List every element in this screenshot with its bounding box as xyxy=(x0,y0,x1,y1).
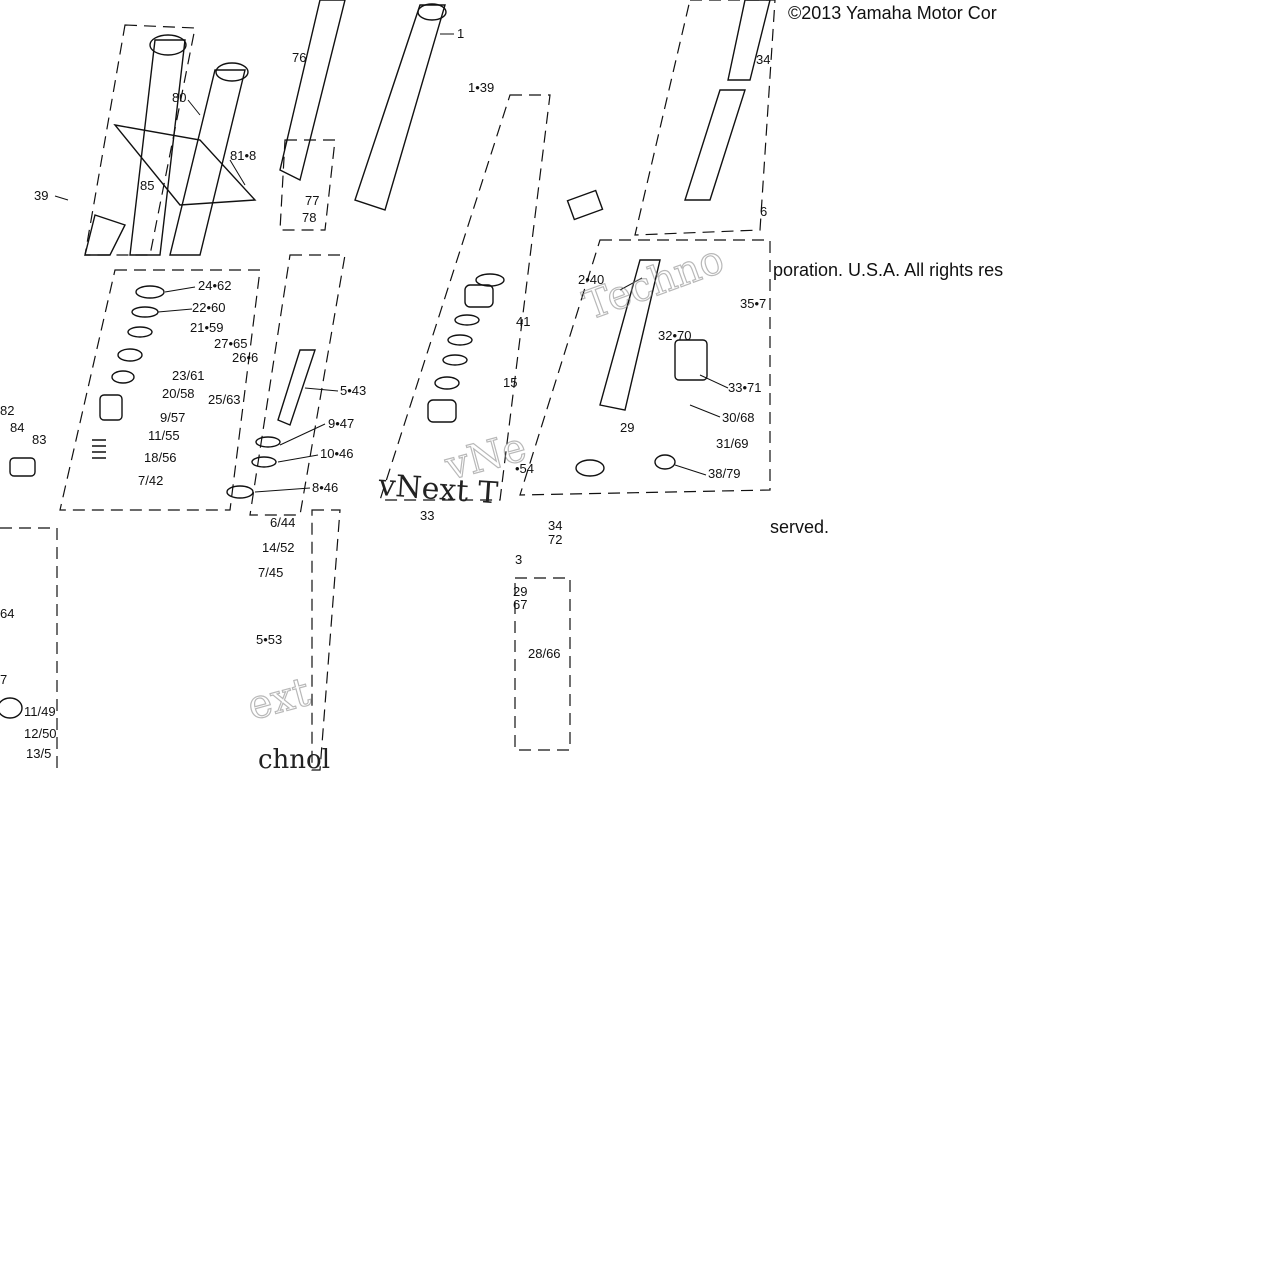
callout: 13/5 xyxy=(26,746,51,761)
callout: 33•71 xyxy=(728,380,761,395)
callout: 6/44 xyxy=(270,515,295,530)
callout: 30/68 xyxy=(722,410,755,425)
damper-kit xyxy=(59,269,261,511)
callout: 28/66 xyxy=(528,646,561,661)
callout: 9•47 xyxy=(328,416,354,431)
callout: 7/45 xyxy=(258,565,283,580)
callout: 76 xyxy=(292,50,306,65)
callout: 38/79 xyxy=(708,466,741,481)
callout: 22•60 xyxy=(192,300,225,315)
callout: 39 xyxy=(34,188,48,203)
callout: 15 xyxy=(503,375,517,390)
fork-tube-upper xyxy=(279,0,447,231)
callout: 7 xyxy=(0,672,7,687)
callout: 10•46 xyxy=(320,446,353,461)
watermark: vNe xyxy=(440,424,531,490)
copyright-line-2: poration. U.S.A. All rights res xyxy=(773,260,1004,280)
callout: 67 xyxy=(513,597,527,612)
callout: 29 xyxy=(620,420,634,435)
callout: 25/63 xyxy=(208,392,241,407)
callout: 23/61 xyxy=(172,368,205,383)
callout: 5•43 xyxy=(340,383,366,398)
watermark: ext xyxy=(243,669,315,730)
callout: 2•40 xyxy=(578,272,604,287)
seal-kit xyxy=(379,94,551,501)
callout: 72 xyxy=(548,532,562,547)
copyright-line-3: served. xyxy=(770,517,830,537)
callout: 11/49 xyxy=(24,704,56,719)
callout: 32•70 xyxy=(658,328,691,343)
callout: 29 xyxy=(513,584,527,599)
callout: 82 xyxy=(0,403,14,418)
callout: •54 xyxy=(515,461,534,476)
fork-leg-right xyxy=(519,0,776,496)
callout-labels: 1 1•39 76 77 78 80 81•8 85 39 24•62 22•6… xyxy=(0,26,770,761)
callout: 24•62 xyxy=(198,278,231,293)
callout: 34 xyxy=(548,518,562,533)
callout: 3 xyxy=(515,552,522,567)
callout: 14/52 xyxy=(262,540,295,555)
callout: 8•46 xyxy=(312,480,338,495)
callout: 6 xyxy=(760,204,767,219)
callout: 26•6 xyxy=(232,350,258,365)
callout: 5•53 xyxy=(256,632,282,647)
callout: 31/69 xyxy=(716,436,749,451)
callout: 35•7 xyxy=(740,296,766,311)
watermark: vNext T xyxy=(376,468,499,511)
callout: 84 xyxy=(10,420,24,435)
callout: 1•39 xyxy=(468,80,494,95)
callout: 64 xyxy=(0,606,14,621)
copyright-line-1: ©2013 Yamaha Motor Cor xyxy=(788,3,997,23)
callout: 11/55 xyxy=(148,428,180,443)
callout: 12/50 xyxy=(24,726,57,741)
leader-lines xyxy=(54,33,729,493)
lower-fragments xyxy=(0,457,571,771)
callout: 77 xyxy=(305,193,319,208)
callout: 81•8 xyxy=(230,148,256,163)
callout: 7/42 xyxy=(138,473,163,488)
callout: 34 xyxy=(756,52,770,67)
watermark: chnol xyxy=(258,745,330,775)
callout: 41 xyxy=(516,314,530,329)
callout: 1 xyxy=(457,26,464,41)
callout: 27•65 xyxy=(214,336,247,351)
fork-assembly-left xyxy=(84,24,257,256)
callout: 83 xyxy=(32,432,46,447)
watermark: Techno xyxy=(578,236,730,329)
callout: 9/57 xyxy=(160,410,185,425)
callout: 33 xyxy=(420,508,434,523)
callout: 85 xyxy=(140,178,154,193)
watermarks: Techno vNext T vNe ext chnol xyxy=(242,236,730,775)
callout: 20/58 xyxy=(162,386,195,401)
inner-tube-assembly xyxy=(226,254,346,516)
callout: 18/56 xyxy=(144,450,177,465)
callout: 21•59 xyxy=(190,320,223,335)
callout: 78 xyxy=(302,210,316,225)
callout: 80 xyxy=(172,90,186,105)
